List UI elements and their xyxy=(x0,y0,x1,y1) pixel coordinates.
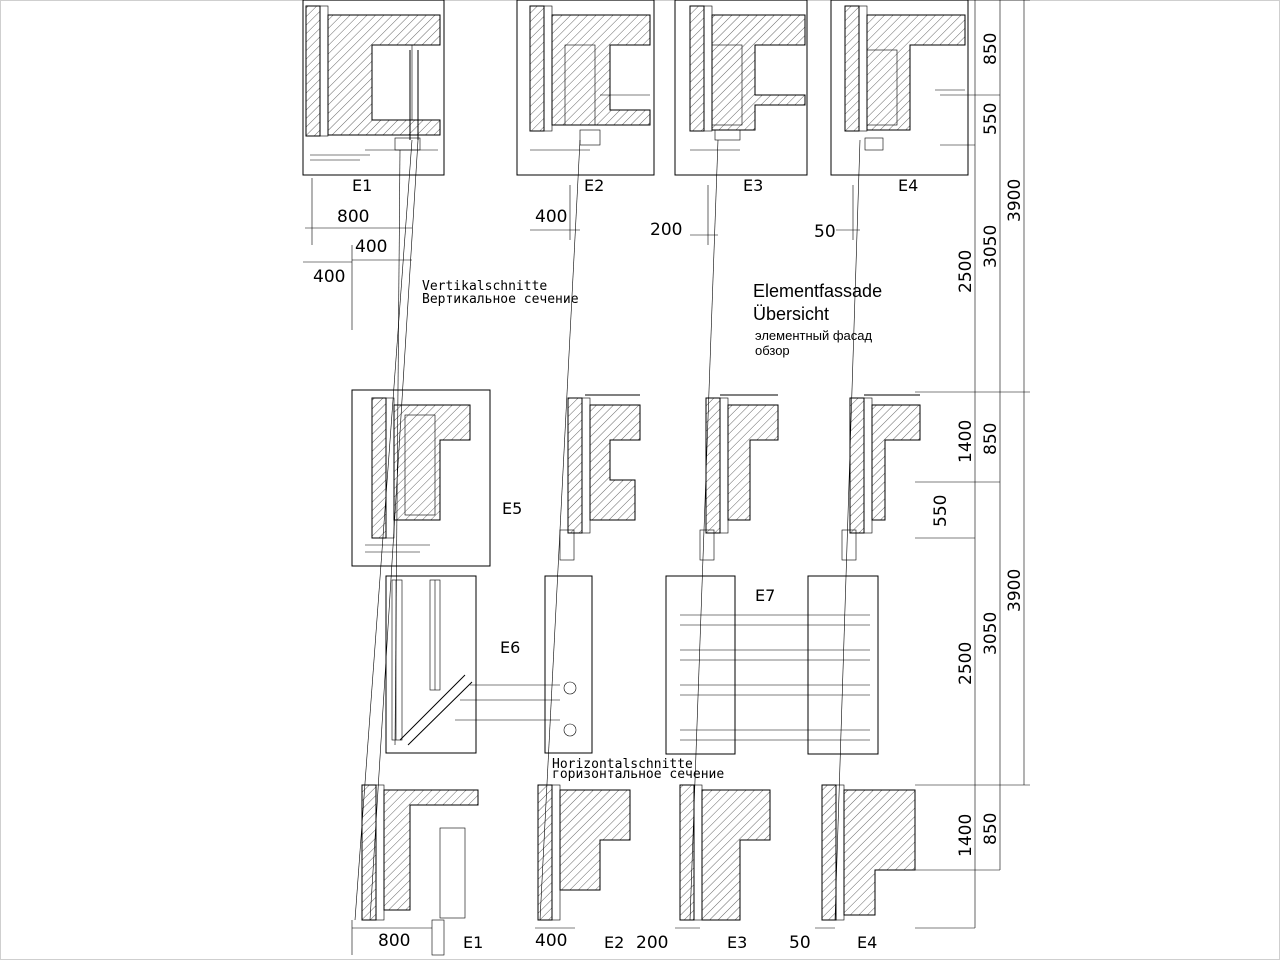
dim-v-2500-mid: 2500 xyxy=(956,642,976,685)
dim-top-400-c: 400 xyxy=(535,207,567,227)
label-top-e3: E3 xyxy=(743,176,763,195)
dim-top-50: 50 xyxy=(814,222,836,242)
dim-v-550-mid: 550 xyxy=(931,495,951,527)
dim-v-3900-top: 3900 xyxy=(1005,179,1025,222)
label-bot-e4: E4 xyxy=(857,933,877,952)
title-de-line1: Elementfassade xyxy=(753,281,882,301)
vertical-section-label: Vertikalschnitte xyxy=(422,279,547,294)
dim-bot-200: 200 xyxy=(636,933,668,953)
mid-detail-e5 xyxy=(351,389,491,567)
mid-section-e3 xyxy=(699,394,779,561)
label-e6: E6 xyxy=(500,638,520,657)
label-top-e1: E1 xyxy=(352,176,372,195)
dim-top-800: 800 xyxy=(337,207,369,227)
bottom-offset-dim-lines xyxy=(351,920,835,955)
dim-v-3050-top: 3050 xyxy=(981,225,1001,268)
dim-bot-400: 400 xyxy=(535,931,567,951)
dim-v-850-top: 850 xyxy=(981,33,1001,65)
label-bot-e2: E2 xyxy=(604,933,624,952)
title-ru-line1: элементный фасад xyxy=(755,328,873,343)
label-bot-e1: E1 xyxy=(463,933,483,952)
vertical-dim-lines xyxy=(915,0,1030,929)
top-detail-e4 xyxy=(830,0,969,176)
mid-detail-e6 xyxy=(385,575,593,754)
dim-v-850-mid: 850 xyxy=(981,423,1001,455)
title-de-line2: Übersicht xyxy=(753,304,829,324)
dim-top-400-a: 400 xyxy=(355,237,387,257)
top-detail-e1 xyxy=(302,0,445,176)
bottom-section-e3 xyxy=(679,784,771,921)
top-detail-e2 xyxy=(516,0,655,176)
dim-v-3900-mid: 3900 xyxy=(1005,569,1025,612)
dim-v-1400-mid: 1400 xyxy=(956,420,976,463)
horizontal-section-label-ru: горизонтальное сечение xyxy=(552,767,724,782)
vertical-section-label-ru: Вертикальное сечение xyxy=(422,292,579,307)
label-top-e2: E2 xyxy=(584,176,604,195)
dim-top-200: 200 xyxy=(650,220,682,240)
dim-v-850-bot: 850 xyxy=(981,813,1001,845)
mid-section-e4 xyxy=(841,394,921,561)
dim-bot-50: 50 xyxy=(789,933,811,953)
label-top-e4: E4 xyxy=(898,176,918,195)
label-bot-e3: E3 xyxy=(727,933,747,952)
dim-v-550-top: 550 xyxy=(981,103,1001,135)
horizontal-section-label: Horizontalschnitte xyxy=(552,757,693,772)
dim-v-3050-mid: 3050 xyxy=(981,612,1001,655)
mid-section-e2 xyxy=(559,394,641,561)
bottom-section-e1 xyxy=(361,784,479,956)
top-detail-e3 xyxy=(674,0,808,176)
bottom-section-e2 xyxy=(537,784,631,921)
title-ru-line2: обзор xyxy=(755,343,790,358)
label-e7: E7 xyxy=(755,586,775,605)
dim-top-400-b: 400 xyxy=(313,267,345,287)
dim-v-1400-bot: 1400 xyxy=(956,814,976,857)
top-offset-dim-lines xyxy=(303,178,860,330)
label-e5: E5 xyxy=(502,499,522,518)
bottom-section-e4 xyxy=(821,784,916,921)
dim-bot-800: 800 xyxy=(378,931,410,951)
mid-detail-e7 xyxy=(665,575,879,755)
dim-v-2500-top: 2500 xyxy=(956,250,976,293)
